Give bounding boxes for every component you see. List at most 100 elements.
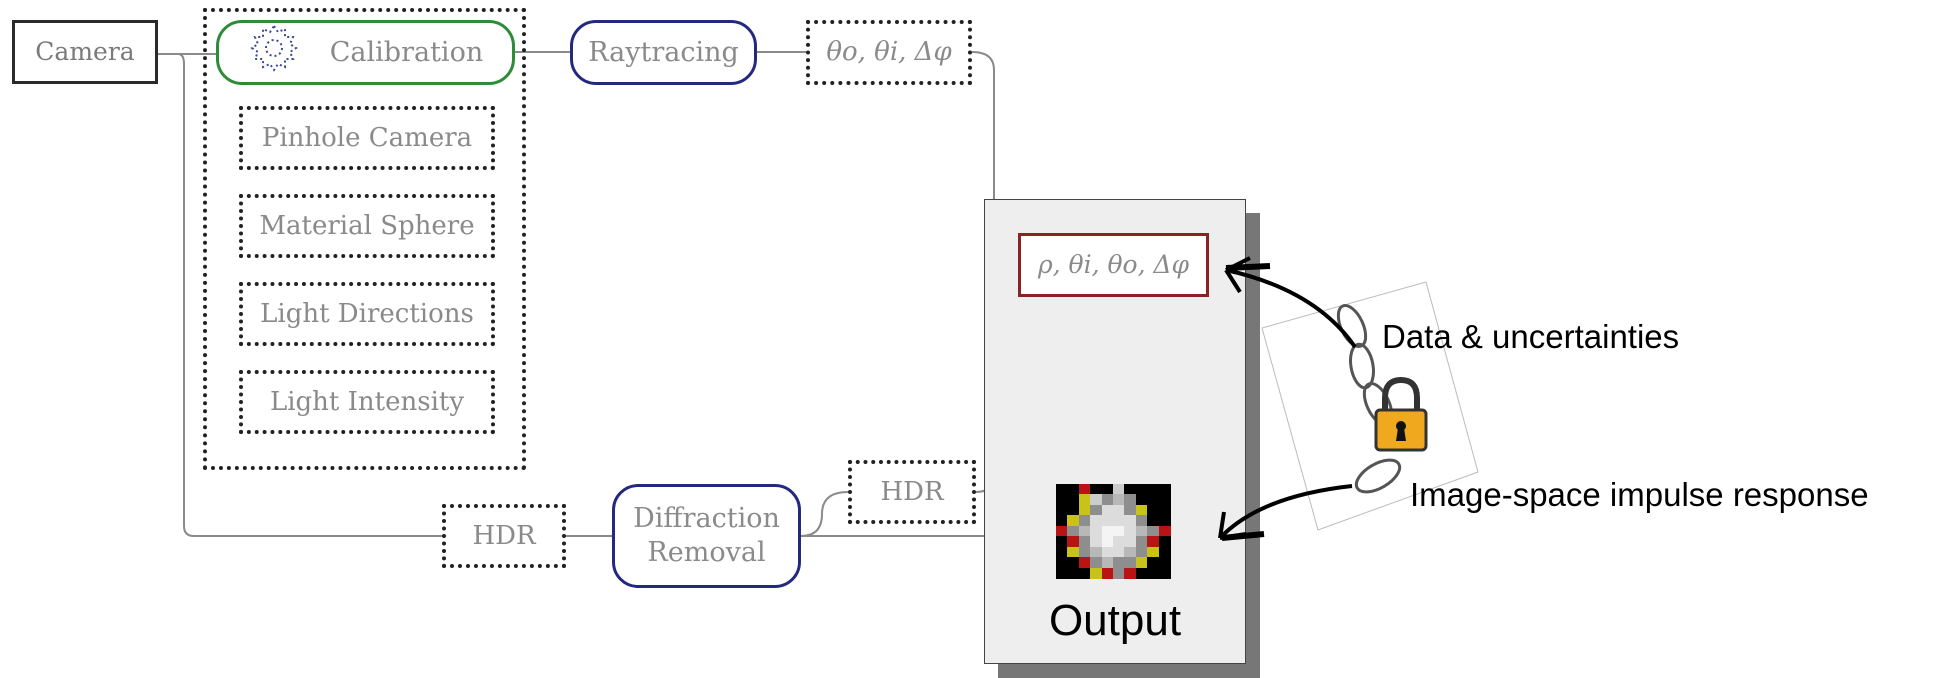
raytracing-node: Raytracing xyxy=(570,20,757,85)
impulse-pixel xyxy=(1124,494,1137,506)
impulse-pixel xyxy=(1078,525,1091,537)
impulse-pixel xyxy=(1113,567,1125,579)
impulse-pixel xyxy=(1124,484,1137,495)
impulse-pixel xyxy=(1067,494,1080,506)
impulse-pixel xyxy=(1158,484,1171,495)
calibration-node: Calibration xyxy=(216,20,515,85)
impulse-pixel xyxy=(1067,557,1080,569)
impulse-pixel xyxy=(1113,494,1125,506)
impulse-pixel xyxy=(1124,567,1137,579)
output-label: Output xyxy=(1048,596,1182,645)
impulse-pixel xyxy=(1135,504,1148,516)
impulse-pixel xyxy=(1090,567,1103,579)
impulse-pixel xyxy=(1113,546,1125,558)
impulse-pixel xyxy=(1135,567,1148,579)
impulse-pixel xyxy=(1067,567,1080,579)
light-directions-node: Light Directions xyxy=(239,282,495,346)
impulse-pixel xyxy=(1090,525,1103,537)
impulse-pixel xyxy=(1113,557,1125,569)
data-uncertainties-label: Data & uncertainties xyxy=(1382,318,1680,355)
impulse-pixel xyxy=(1147,525,1160,537)
diffraction-to-hdr-line xyxy=(800,491,849,537)
impulse-pixel xyxy=(1147,536,1160,548)
diffraction-removal-label-line2: Removal xyxy=(647,537,766,568)
hdr-input-label: HDR xyxy=(472,520,536,551)
impulse-pixel xyxy=(1113,536,1125,548)
impulse-pixel xyxy=(1101,504,1114,516)
impulse-pixel xyxy=(1078,536,1091,548)
impulse-pixel xyxy=(1135,525,1148,537)
impulse-pixel xyxy=(1101,525,1114,537)
impulse-pixel xyxy=(1056,536,1068,548)
impulse-pixel xyxy=(1078,484,1091,495)
impulse-pixel xyxy=(1056,567,1068,579)
angles-node: θo, θi, Δφ xyxy=(806,20,972,85)
impulse-pixel xyxy=(1147,504,1160,516)
impulse-pixel xyxy=(1067,504,1080,516)
diffraction-removal-label-line1: Diffraction xyxy=(633,503,780,535)
angles-label: θo, θi, Δφ xyxy=(826,37,952,68)
impulse-pixel xyxy=(1056,525,1068,537)
impulse-response-image xyxy=(1056,484,1171,579)
impulse-pixel xyxy=(1147,494,1160,506)
impulse-pixel xyxy=(1101,536,1114,548)
calibration-label: Calibration xyxy=(329,36,484,68)
impulse-pixel xyxy=(1147,567,1160,579)
material-sphere-label: Material Sphere xyxy=(259,210,475,241)
hdr-output-node: HDR xyxy=(848,460,976,524)
calibration-group xyxy=(203,8,526,470)
impulse-pixel xyxy=(1113,525,1125,537)
impulse-response-label: Image-space impulse response xyxy=(1410,476,1869,513)
impulse-pixel xyxy=(1158,557,1171,569)
impulse-pixel xyxy=(1135,546,1148,558)
gear-icon xyxy=(248,22,300,83)
impulse-pixel xyxy=(1124,536,1137,548)
impulse-pixel xyxy=(1124,515,1137,527)
impulse-pixel xyxy=(1124,525,1137,537)
impulse-pixel xyxy=(1078,557,1091,569)
impulse-pixel xyxy=(1158,494,1171,506)
camera-node: Camera xyxy=(12,20,158,84)
impulse-pixel xyxy=(1101,484,1114,495)
impulse-pixel xyxy=(1158,515,1171,527)
raytracing-label: Raytracing xyxy=(588,36,739,68)
impulse-pixel xyxy=(1056,557,1068,569)
impulse-pixel xyxy=(1101,515,1114,527)
hdr-output-label: HDR xyxy=(880,476,944,507)
impulse-pixel xyxy=(1135,536,1148,548)
impulse-pixel xyxy=(1147,515,1160,527)
impulse-pixel xyxy=(1090,494,1103,506)
impulse-pixel xyxy=(1056,515,1068,527)
impulse-pixel xyxy=(1135,515,1148,527)
impulse-pixel xyxy=(1056,546,1068,558)
material-sphere-node: Material Sphere xyxy=(239,194,495,258)
impulse-pixel xyxy=(1113,515,1125,527)
impulse-pixel xyxy=(1124,504,1137,516)
impulse-pixel xyxy=(1090,557,1103,569)
impulse-pixel xyxy=(1090,515,1103,527)
impulse-pixel xyxy=(1101,567,1114,579)
data-tuple-node: ρ, θi, θo, Δφ xyxy=(1018,233,1209,297)
diffraction-removal-node: Diffraction Removal xyxy=(612,484,801,588)
impulse-pixel xyxy=(1078,515,1091,527)
impulse-pixel xyxy=(1067,536,1080,548)
impulse-pixel xyxy=(1090,536,1103,548)
pinhole-camera-label: Pinhole Camera xyxy=(261,122,473,153)
impulse-pixel xyxy=(1158,504,1171,516)
impulse-pixel xyxy=(1078,567,1091,579)
impulse-pixel xyxy=(1067,525,1080,537)
impulse-pixel xyxy=(1158,546,1171,558)
impulse-pixel xyxy=(1056,494,1068,506)
impulse-pixel xyxy=(1090,484,1103,495)
impulse-pixel xyxy=(1124,557,1137,569)
pinhole-camera-node: Pinhole Camera xyxy=(239,106,495,170)
light-intensity-node: Light Intensity xyxy=(239,370,495,434)
impulse-pixel xyxy=(1090,504,1103,516)
hdr-input-node: HDR xyxy=(442,504,566,568)
impulse-pixel xyxy=(1067,546,1080,558)
impulse-pixel xyxy=(1113,484,1125,495)
impulse-pixel xyxy=(1158,567,1171,579)
impulse-pixel xyxy=(1147,546,1160,558)
impulse-pixel xyxy=(1135,557,1148,569)
